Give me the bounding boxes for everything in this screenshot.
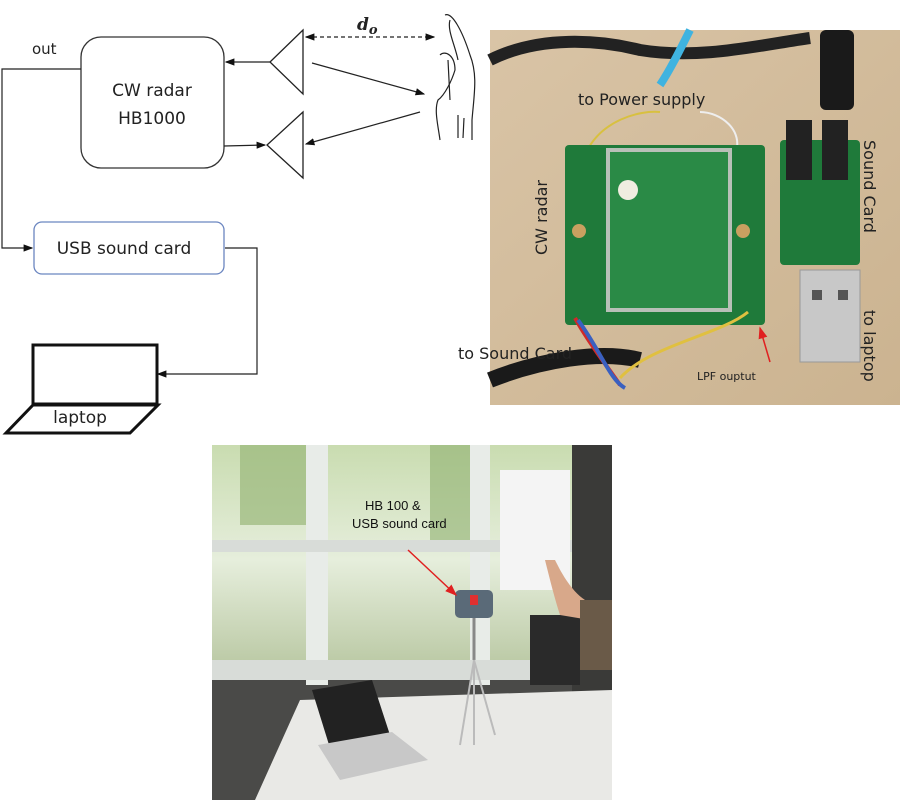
to-laptop-label: to laptop <box>860 310 879 382</box>
distance-symbol: do <box>357 15 378 38</box>
emitted-wave-arrow <box>311 62 426 96</box>
cw-radar-block <box>80 36 225 169</box>
radar-shield <box>606 148 732 312</box>
setup-photo: HB 100 & USB sound card <box>212 445 612 800</box>
tripod <box>459 659 475 746</box>
lpf-output-label: LPF ouptut <box>697 370 757 383</box>
window-frame-left <box>306 445 328 685</box>
tx-antenna-icon <box>269 28 304 96</box>
sound-card-label-photo: Sound Card <box>860 140 879 233</box>
hardware-photo: to Power supply CW radar Sound Card to l… <box>458 28 900 405</box>
audio-plug <box>820 30 854 110</box>
radar-label-line2: HB1000 <box>118 109 186 129</box>
block-diagram: out CW radar HB1000 do USB sound card <box>1 14 476 435</box>
power-supply-label: to Power supply <box>578 90 705 109</box>
usb-plug <box>799 269 861 363</box>
laptop-label: laptop <box>53 408 107 428</box>
laptop-icon <box>2 343 162 435</box>
sound-card-label: USB sound card <box>57 239 192 259</box>
device-label-line2: USB sound card <box>352 516 447 531</box>
hand <box>545 560 590 620</box>
monitor <box>530 615 580 685</box>
power-cable <box>487 32 811 66</box>
lpf-arrow <box>758 326 771 363</box>
radar-label-line1: CW radar <box>112 81 192 101</box>
device-label-line1: HB 100 & <box>365 498 421 513</box>
sound-card-to-laptop-line <box>156 247 258 378</box>
hand-icon <box>435 14 476 141</box>
laptop-screen <box>312 680 390 748</box>
cw-radar-label: CW radar <box>532 180 551 255</box>
out-connection <box>1 68 81 252</box>
desk <box>255 690 612 800</box>
rx-line <box>223 141 267 149</box>
sound-card-cable <box>487 348 642 388</box>
reflected-wave-arrow <box>304 111 421 146</box>
usb-sound-card-block <box>33 221 225 275</box>
to-sound-card-label: to Sound Card <box>458 344 572 363</box>
out-label: out <box>32 40 57 58</box>
laptop-base <box>318 732 428 780</box>
rx-antenna-icon <box>266 110 304 180</box>
blue-probe <box>656 28 694 88</box>
device-arrow <box>407 549 458 597</box>
